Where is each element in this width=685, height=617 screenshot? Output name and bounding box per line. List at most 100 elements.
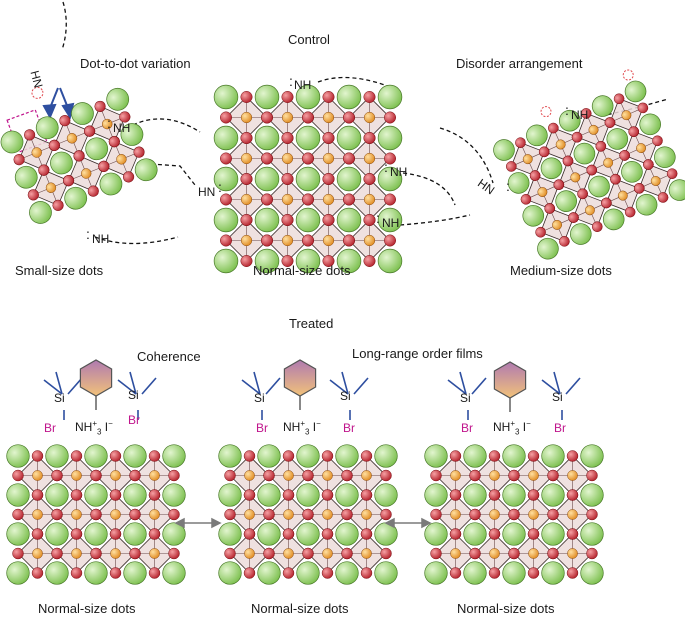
cation [296,561,320,585]
cation [336,248,362,274]
halide-atom [282,528,295,540]
halide-atom [109,489,122,501]
coherence-label: Coherence [137,349,201,364]
ligand-label: NH [571,108,589,122]
metal-atom [555,139,566,150]
cation [296,444,320,468]
metal-atom [363,234,376,247]
halide-atom [148,567,161,579]
halide-atom [384,111,396,124]
metal-atom [281,193,294,206]
cation [84,483,108,507]
silane-bond [253,371,261,395]
cation [377,166,403,192]
metal-atom [528,470,539,481]
cation [591,95,614,117]
metal-atom [240,152,253,165]
halide-atom [343,152,355,165]
halide-atom [109,567,122,579]
vacancy [540,106,552,118]
cation [123,444,147,468]
halide-atom [168,508,180,521]
halide-atom [643,159,654,170]
metal-atom [361,548,372,559]
cation [106,87,130,111]
metal-atom [528,509,539,520]
ammonium-iodide-label: NH+3 I− [283,419,321,437]
metal-atom [110,470,121,481]
lone-pair: : [376,210,380,226]
cation [502,522,526,546]
cation [213,125,239,151]
cation [218,444,242,468]
cation [84,522,108,546]
halide-atom [430,508,442,521]
halide-atom [98,160,110,172]
halide-atom [122,171,135,183]
halide-atom [302,152,314,165]
cation [374,561,398,585]
cation [493,139,515,161]
halide-atom [12,469,24,482]
cation [296,522,320,546]
cation [580,522,604,546]
silane-bond [241,379,261,395]
coherence-arrows [174,517,432,529]
silane-bond [353,377,369,395]
halide-atom [281,91,294,103]
bromine-label: Br [554,421,566,435]
cation [254,207,280,233]
cation [213,248,239,274]
metal-atom [585,205,595,216]
ligand-chains [61,1,669,245]
silane-bond [553,371,561,395]
halide-atom [343,111,355,124]
halide-atom [263,547,275,560]
halide-atom [527,489,540,501]
halide-atom [527,528,540,540]
silane-bond [265,377,281,395]
cation [336,84,362,110]
halide-atom [595,140,607,152]
cation [424,522,448,546]
cation [463,483,487,507]
metal-atom [240,111,253,124]
halide-atom [281,132,294,144]
halide-atom [547,508,559,521]
halide-atom [613,93,625,105]
halide-atom [31,528,44,540]
silicon-label: Si [128,388,139,402]
halide-atom [243,567,256,579]
halide-atom [360,489,373,501]
halide-atom [488,528,501,540]
halide-atom [70,567,83,579]
treated-dots-label-2: Normal-size dots [251,601,349,616]
metal-atom [45,182,57,193]
cation [602,208,625,231]
cation [377,125,403,151]
cation [377,248,403,274]
halide-atom [302,234,314,247]
halide-atom [240,132,253,144]
normal-dots-label: Normal-size dots [253,263,351,278]
metal-atom [66,133,78,144]
silane-bond [55,371,63,395]
cation [45,483,69,507]
halide-atom [220,193,232,206]
vacancy [622,69,634,81]
metal-atom [149,509,160,520]
metal-atom [32,470,43,481]
cation [295,84,321,110]
halide-atom [360,528,373,540]
cation [134,158,158,182]
cation [335,483,359,507]
halide-atom [547,469,559,482]
halide-atom [633,183,645,194]
cation [335,561,359,585]
metal-atom [71,548,82,559]
halide-atom [566,489,579,501]
halide-atom [90,469,102,482]
halide-atom [449,567,462,579]
metal-atom [552,219,562,230]
